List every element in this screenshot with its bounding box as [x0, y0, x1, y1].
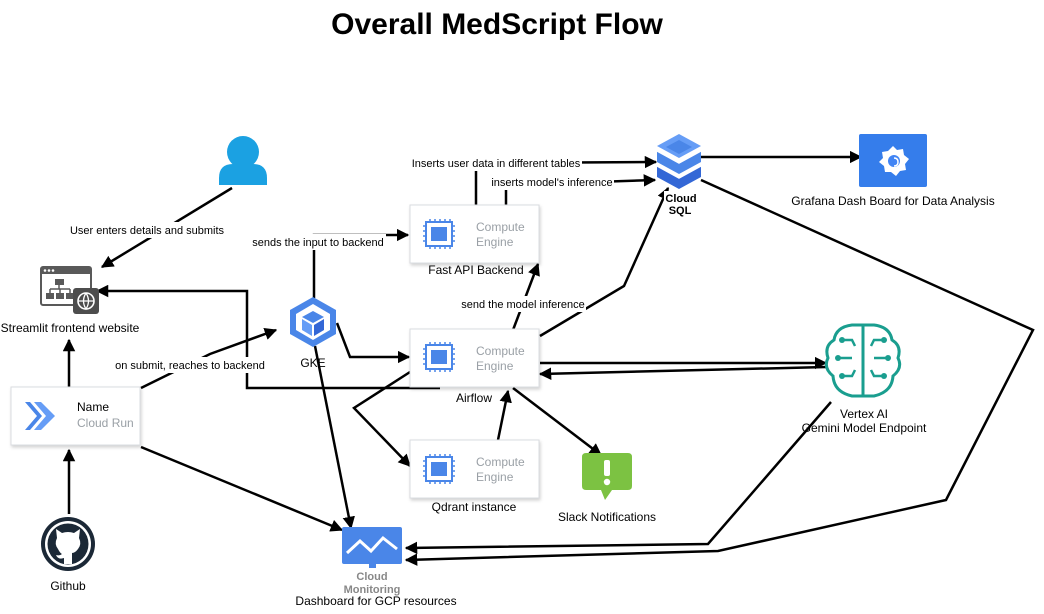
edge-airflow-streamlit [95, 284, 440, 390]
github-label: Github [50, 579, 86, 593]
edge-gke-airflow [335, 322, 411, 364]
cloud-sql-line1: Cloud [665, 193, 696, 205]
slack-node: Slack Notifications [558, 453, 656, 524]
grafana-label: Grafana Dash Board for Data Analysis [791, 194, 994, 208]
vertex-ai-brain-icon [824, 323, 902, 398]
user-icon [219, 136, 267, 185]
cloud-sql-line2: SQL [669, 205, 692, 217]
grafana-node: Grafana Dash Board for Data Analysis [791, 134, 995, 208]
streamlit-label: Streamlit frontend website [1, 321, 140, 335]
cloud-sql-node: Cloud SQL [656, 134, 702, 217]
airflow-node: Compute Engine Airflow [409, 328, 540, 405]
edge-airflow-sql [539, 186, 670, 338]
edge-label-sends-input: sends the input to backend [252, 237, 383, 249]
airflow-title: Compute [476, 344, 525, 358]
vertex-line2: Gemini Model Endpoint [802, 421, 927, 435]
user-node [219, 136, 267, 185]
cloud-run-icon [25, 402, 55, 430]
vertex-line1: Vertex AI [840, 407, 888, 421]
qdrant-sub: Engine [476, 470, 514, 484]
qdrant-label: Qdrant instance [432, 500, 517, 514]
compute-engine-icon [423, 342, 455, 372]
monitoring-node: Cloud Monitoring Dashboard for GCP resou… [295, 527, 457, 608]
airflow-sub: Engine [476, 359, 514, 373]
edge-airflow-slack [512, 387, 602, 456]
gke-node: GKE [290, 297, 336, 370]
compute-engine-icon [423, 454, 455, 484]
fastapi-title: Compute [476, 220, 525, 234]
page-title: Overall MedScript Flow [331, 8, 663, 41]
edges [62, 150, 1035, 566]
edge-label-inserts-inference: inserts model's inference [491, 177, 612, 189]
website-icon [40, 266, 99, 314]
fastapi-label: Fast API Backend [428, 263, 523, 277]
cloud-run-node: Name Cloud Run [10, 386, 141, 446]
edge-label-user-submits: User enters details and submits [70, 225, 225, 237]
edge-label-on-submit: on submit, reaches to backend [115, 360, 265, 372]
qdrant-node: Compute Engine Qdrant instance [409, 439, 540, 514]
edge-labels: User enters details and submits on submi… [68, 155, 614, 373]
cloud-sql-icon [656, 134, 702, 189]
notification-alert-icon [582, 453, 632, 500]
qdrant-title: Compute [476, 455, 525, 469]
cloud-run-sub: Cloud Run [77, 416, 134, 430]
airflow-label: Airflow [456, 391, 492, 405]
edge-label-inserts-user-data: Inserts user data in different tables [412, 158, 581, 170]
edge-cloudrun-gke [140, 327, 278, 390]
edge-qdrant-airflow [496, 389, 512, 441]
fastapi-node: Compute Engine Fast API Backend [409, 204, 540, 277]
vertex-node: Vertex AI Gemini Model Endpoint [802, 323, 927, 435]
edge-airflow-qdrant [352, 370, 411, 467]
monitoring-line2: Monitoring [344, 584, 401, 596]
gke-icon [290, 297, 336, 347]
edge-gke-monitoring [313, 345, 355, 530]
edge-vertex-airflow [538, 365, 827, 380]
github-icon [41, 517, 95, 571]
slack-label: Slack Notifications [558, 510, 656, 524]
edge-sql-monitoring [404, 178, 1035, 566]
streamlit-node: Streamlit frontend website [1, 266, 140, 335]
cloud-monitoring-icon [342, 527, 402, 568]
gke-label: GKE [300, 356, 325, 370]
edge-cloudrun-monitoring [140, 445, 344, 532]
monitoring-label: Dashboard for GCP resources [295, 594, 456, 608]
github-node: Github [41, 517, 95, 593]
grafana-icon [859, 134, 927, 187]
fastapi-sub: Engine [476, 235, 514, 249]
edge-vertex-monitoring [404, 401, 832, 555]
cloud-run-name: Name [77, 400, 109, 414]
compute-engine-icon [423, 219, 455, 249]
edge-label-send-inference: send the model inference [461, 299, 585, 311]
monitoring-line1: Cloud [356, 571, 387, 583]
